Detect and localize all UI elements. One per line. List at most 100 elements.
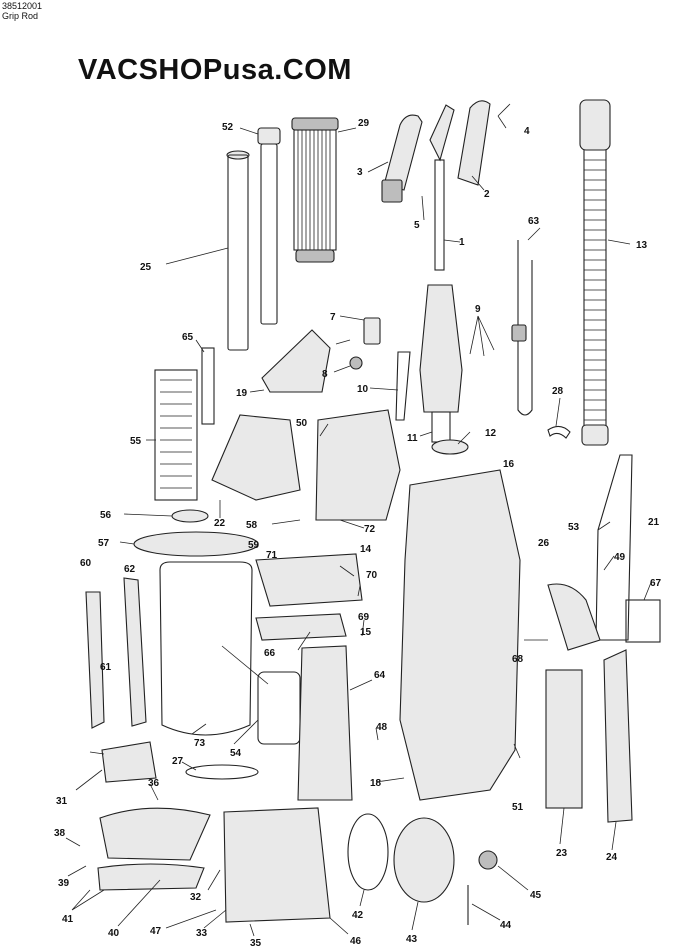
callout-58: 58 — [246, 520, 258, 531]
callout-31: 31 — [56, 796, 68, 807]
callout-42: 42 — [352, 910, 364, 921]
callout-73: 73 — [194, 738, 206, 749]
part-stretch-hose — [579, 99, 611, 446]
callout-18: 18 — [370, 778, 382, 789]
part-hose-clip — [547, 425, 571, 439]
callout-14: 14 — [360, 544, 372, 555]
callout-47: 47 — [150, 926, 162, 937]
callout-71: 71 — [266, 550, 278, 561]
callout-61: 61 — [100, 662, 112, 673]
part-side-cover — [603, 649, 633, 823]
part-belt-gasket — [185, 764, 259, 780]
callout-46: 46 — [350, 936, 362, 947]
part-latch — [363, 317, 381, 345]
part-cup-cover — [133, 531, 259, 557]
part-duct — [595, 454, 633, 641]
callout-3: 3 — [357, 167, 363, 178]
callout-70: 70 — [366, 570, 378, 581]
part-release-pedal — [395, 351, 411, 421]
part-window — [625, 599, 661, 643]
callout-49: 49 — [614, 552, 626, 563]
callout-53: 53 — [568, 522, 580, 533]
part-dirt-cup-lid — [211, 414, 301, 501]
callout-12: 12 — [485, 428, 497, 439]
part-motor — [393, 817, 455, 903]
part-filter-frame — [154, 369, 198, 501]
part-swivel-ring — [431, 439, 469, 455]
callout-19: 19 — [236, 388, 248, 399]
callout-62: 62 — [124, 564, 136, 575]
callout-29: 29 — [358, 118, 370, 129]
part-bumper-strip — [97, 863, 205, 891]
part-handle-grip — [381, 114, 423, 203]
part-filter-cover — [261, 329, 331, 393]
part-nozzle-base — [223, 807, 331, 923]
callout-40: 40 — [108, 928, 120, 939]
part-motor-housing — [315, 409, 401, 521]
callout-13: 13 — [636, 240, 648, 251]
part-main-body — [399, 469, 521, 801]
callout-21: 21 — [648, 517, 660, 528]
callout-56: 56 — [100, 510, 112, 521]
callout-28: 28 — [552, 386, 564, 397]
part-bumper — [99, 807, 211, 861]
part-dirt-cup — [159, 561, 253, 736]
part-pulley — [478, 850, 498, 870]
callout-11: 11 — [407, 433, 418, 444]
callout-10: 10 — [357, 384, 369, 395]
callout-45: 45 — [530, 890, 542, 901]
part-side-panel-right — [123, 577, 147, 727]
callout-39: 39 — [58, 878, 70, 889]
callout-9: 9 — [475, 304, 481, 315]
callout-5: 5 — [414, 220, 420, 231]
part-filter-seal — [171, 509, 209, 523]
callout-1: 1 — [459, 237, 465, 248]
callout-labels: 1 2 3 4 5 7 8 9 10 11 12 13 14 15 16 18 … — [54, 118, 662, 948]
callout-51: 51 — [512, 802, 524, 813]
callout-59: 59 — [248, 540, 260, 551]
part-grip-rod — [429, 104, 455, 271]
callout-7: 7 — [330, 312, 336, 323]
callout-65: 65 — [182, 332, 194, 343]
callout-15: 15 — [360, 627, 372, 638]
callout-43: 43 — [406, 934, 418, 945]
callout-55: 55 — [130, 436, 142, 447]
callout-67: 67 — [650, 578, 662, 589]
part-filter-strip — [201, 347, 215, 425]
callout-68: 68 — [512, 654, 524, 665]
callout-26: 26 — [538, 538, 550, 549]
callout-57: 57 — [98, 538, 110, 549]
part-knob — [349, 356, 363, 370]
callout-41: 41 — [62, 914, 74, 925]
callout-66: 66 — [264, 648, 276, 659]
callout-50: 50 — [296, 418, 308, 429]
part-number: 38512001 — [2, 1, 43, 11]
callout-48: 48 — [376, 722, 388, 733]
part-wand-lower — [226, 150, 250, 351]
callout-60: 60 — [80, 558, 92, 569]
part-rear-panel — [297, 645, 353, 801]
callout-52: 52 — [222, 122, 234, 133]
part-foam-filter — [545, 669, 583, 809]
part-elbow — [547, 583, 601, 651]
part-name: Grip Rod — [2, 11, 39, 21]
callout-22: 22 — [214, 518, 226, 529]
callout-23: 23 — [556, 848, 568, 859]
part-cord-hook — [457, 100, 491, 186]
part-power-cord — [511, 240, 533, 416]
brand-title: VACSHOPusa.COM — [78, 54, 352, 86]
part-belt — [347, 813, 389, 891]
part-wand-upper — [257, 127, 281, 325]
leader-lines — [65, 103, 653, 937]
callout-8: 8 — [322, 369, 328, 380]
part-base-tray — [255, 553, 363, 607]
callout-54: 54 — [230, 748, 242, 759]
part-gasket — [257, 671, 301, 745]
callout-32: 32 — [190, 892, 202, 903]
callout-24: 24 — [606, 852, 618, 863]
callout-2: 2 — [484, 189, 490, 200]
callout-36: 36 — [148, 778, 160, 789]
callout-25: 25 — [140, 262, 152, 273]
callout-38: 38 — [54, 828, 66, 839]
callout-64: 64 — [374, 670, 386, 681]
